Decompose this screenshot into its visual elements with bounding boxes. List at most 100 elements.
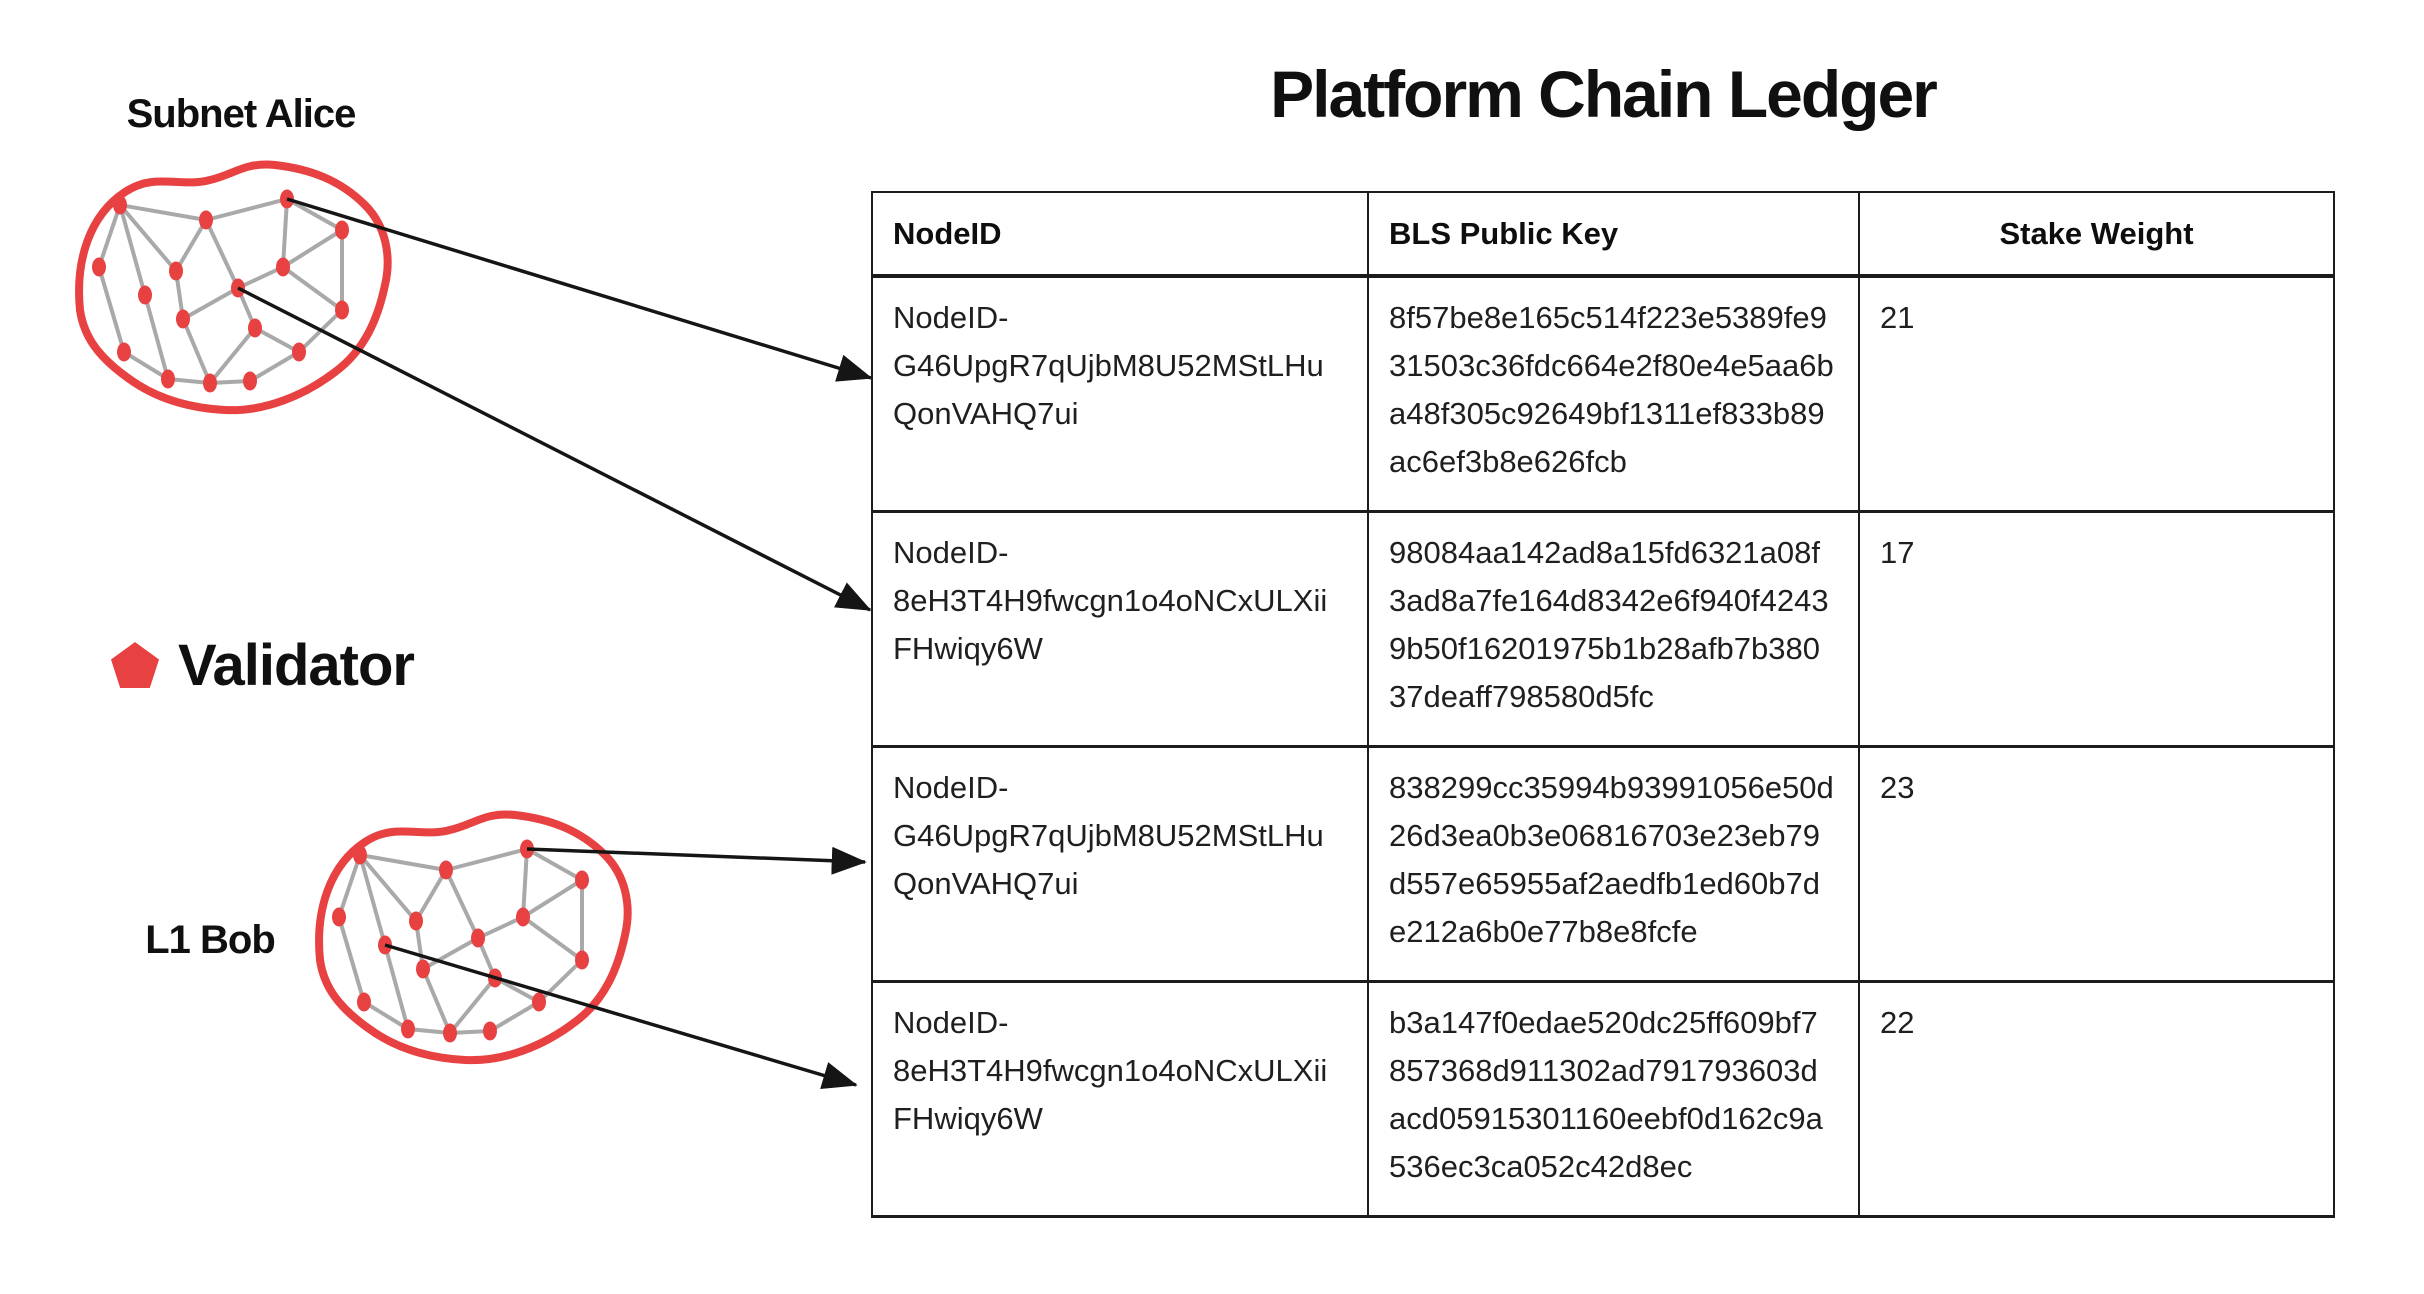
validator-node-icon [516,907,530,927]
validator-node-icon [483,1021,497,1041]
validator-node-icon [248,318,262,338]
validator-node-icon [199,210,213,230]
network-edge [122,350,170,381]
table-row: NodeID-G46UpgR7qUjbM8U52MStLHuQonVAHQ7ui… [871,275,2335,513]
network-edge [414,868,448,923]
validator-node-icon [117,342,131,362]
validator-pentagon-icon [111,642,159,688]
network-edge [358,853,387,947]
network-edge [488,1000,541,1033]
validator-node-icon [113,195,127,215]
bls-public-key-cell: 98084aa142ad8a15fd6321a08f3ad8a7fe164d83… [1367,510,1860,748]
validator-legend-label: Validator [178,633,415,698]
validator-node-icon [335,220,349,240]
network-edge [166,377,212,385]
mapping-arrow [286,197,873,382]
validator-node-icon [439,860,453,880]
column-header-bls-public-key: BLS Public Key [1367,191,1860,278]
validator-node-icon [471,928,485,948]
network-edge [421,936,480,971]
network-edge [476,915,525,940]
l1-bob-label: L1 Bob [145,918,276,962]
network-edge [253,326,301,354]
network-edge [118,203,178,273]
network-edge [281,228,344,269]
validator-node-icon [161,369,175,389]
validator-node-icon [335,300,349,320]
validator-node-icon [532,992,546,1012]
node-id-cell: NodeID-8eH3T4H9fwcgn1o4oNCxULXiiFHwiqy6W [871,510,1369,748]
network-edge [181,317,212,385]
network-edge [204,197,289,222]
network-edge [174,218,208,273]
network-edge [421,967,452,1035]
validator-node-icon [443,1023,457,1043]
network-edge [493,976,541,1004]
network-edge [208,326,257,385]
bls-public-key-cell: 838299cc35994b93991056e50d26d3ea0b3e0681… [1367,745,1860,983]
validator-node-icon [92,257,106,277]
validator-node-icon [416,959,430,979]
validator-node-icon [276,257,290,277]
bls-public-key-cell: b3a147f0edae520dc25ff609bf7857368d911302… [1367,980,1860,1218]
subnet-alice-label: Subnet Alice [126,92,357,136]
validator-legend: Validator [110,633,415,698]
network-edge [337,915,366,1004]
network-edge [248,350,301,383]
network-edge [143,293,170,381]
validator-node-icon [575,950,589,970]
network-edge [383,943,410,1031]
mapping-arrow [384,943,858,1089]
validator-node-icon [409,911,423,931]
table-row: NodeID-8eH3T4H9fwcgn1o4oNCxULXiiFHwiqy6W… [871,980,2335,1218]
bls-public-key-cell: 8f57be8e165c514f223e5389fe931503c36fdc66… [1367,275,1860,513]
validator-node-icon [243,371,257,391]
mapping-arrow [526,846,867,875]
validator-node-icon [176,309,190,329]
stake-weight-cell: 21 [1858,275,2335,513]
network-edge [118,203,147,297]
network-edge [444,868,480,940]
network-edge [236,265,285,290]
network-edge [337,853,362,919]
mapping-arrow [237,286,872,612]
subnet-alice-graph [75,160,392,415]
network-edge [118,203,208,222]
network-edge [362,1000,410,1031]
stake-weight-cell: 17 [1858,510,2335,748]
stake-weight-cell: 23 [1858,745,2335,983]
validator-node-icon [169,261,183,281]
network-edge [97,265,126,354]
node-id-cell: NodeID-G46UpgR7qUjbM8U52MStLHuQonVAHQ7ui [871,275,1369,513]
validator-node-icon [401,1019,415,1039]
network-edge [537,958,584,1004]
network-edge [525,847,584,882]
node-id-cell: NodeID-8eH3T4H9fwcgn1o4oNCxULXiiFHwiqy6W [871,980,1369,1218]
table-row: NodeID-G46UpgR7qUjbM8U52MStLHuQonVAHQ7ui… [871,745,2335,983]
table-header-row: NodeID BLS Public Key Stake Weight [871,191,2335,278]
network-edge [521,847,529,919]
validator-node-icon [353,845,367,865]
validator-node-icon [575,870,589,890]
page-title: Platform Chain Ledger [1270,57,1938,131]
node-id-cell: NodeID-G46UpgR7qUjbM8U52MStLHuQonVAHQ7ui [871,745,1369,983]
network-edge [358,853,448,872]
validator-node-icon [292,342,306,362]
network-edge [181,286,240,321]
validator-node-icon [357,992,371,1012]
validator-node-icon [332,907,346,927]
network-edge [358,853,418,923]
network-edge [521,915,584,962]
network-edge [281,197,289,269]
network-edge [406,1027,452,1035]
validator-node-icon [138,285,152,305]
network-edge [204,218,240,290]
table-row: NodeID-8eH3T4H9fwcgn1o4oNCxULXiiFHwiqy6W… [871,510,2335,748]
network-edge [285,197,344,232]
validator-node-icon [203,373,217,393]
network-edge [444,847,529,872]
stake-weight-cell: 22 [1858,980,2335,1218]
column-header-nodeid: NodeID [871,191,1369,278]
